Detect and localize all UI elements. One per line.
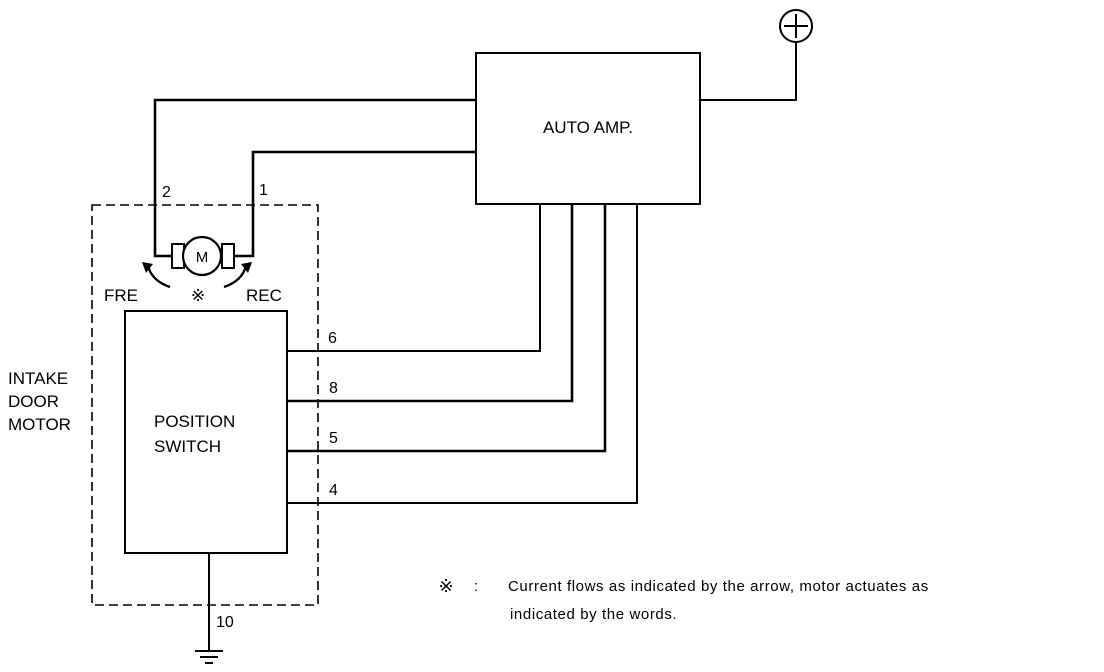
wire-terminal-6 xyxy=(287,204,541,352)
rec-label: REC xyxy=(246,286,282,305)
wire-terminal-4 xyxy=(287,204,638,504)
note-mark: ※ xyxy=(438,576,453,596)
footnote: ※ : Current flows as indicated by the ar… xyxy=(438,576,928,623)
ground-icon xyxy=(195,650,223,664)
fre-label: FRE xyxy=(104,286,138,305)
auto-amp-label: AUTO AMP. xyxy=(543,118,633,137)
terminal-1-label: 1 xyxy=(259,182,268,199)
motor-symbol: M xyxy=(196,249,209,266)
intake-door-motor-enclosure xyxy=(91,204,319,606)
wire-terminal-8 xyxy=(287,204,574,403)
terminal-2-label: 2 xyxy=(162,184,171,201)
terminal-5-label: 5 xyxy=(329,430,338,447)
motor-label-line-1: INTAKE xyxy=(8,369,68,388)
intake-door-motor-label: INTAKE DOOR MOTOR xyxy=(8,369,71,434)
terminal-10-label: 10 xyxy=(216,614,234,631)
motor-icon: M xyxy=(171,235,235,277)
terminal-8-label: 8 xyxy=(329,380,338,397)
wire-terminal-2 xyxy=(153,98,476,258)
rec-arrow-icon xyxy=(223,262,252,289)
wire-terminal-1 xyxy=(234,150,476,258)
terminal-6-label: 6 xyxy=(328,330,337,347)
position-switch-box xyxy=(124,310,288,554)
wire-terminal-5 xyxy=(287,204,607,453)
note-line-2: indicated by the words. xyxy=(510,606,677,623)
auto-amp-box xyxy=(475,52,701,205)
fre-arrow-icon xyxy=(142,262,171,289)
power-wire xyxy=(700,42,797,101)
position-switch-label-line-2: SWITCH xyxy=(154,437,221,456)
motor-label-line-3: MOTOR xyxy=(8,415,71,434)
position-switch-label-line-1: POSITION xyxy=(154,412,235,431)
motor-label-line-2: DOOR xyxy=(8,392,59,411)
terminal-4-label: 4 xyxy=(329,482,338,499)
note-mark-symbol: ※ xyxy=(191,286,205,305)
plus-terminal-icon xyxy=(779,9,813,43)
note-line-1: Current flows as indicated by the arrow,… xyxy=(508,578,929,595)
note-separator: : xyxy=(474,578,479,595)
